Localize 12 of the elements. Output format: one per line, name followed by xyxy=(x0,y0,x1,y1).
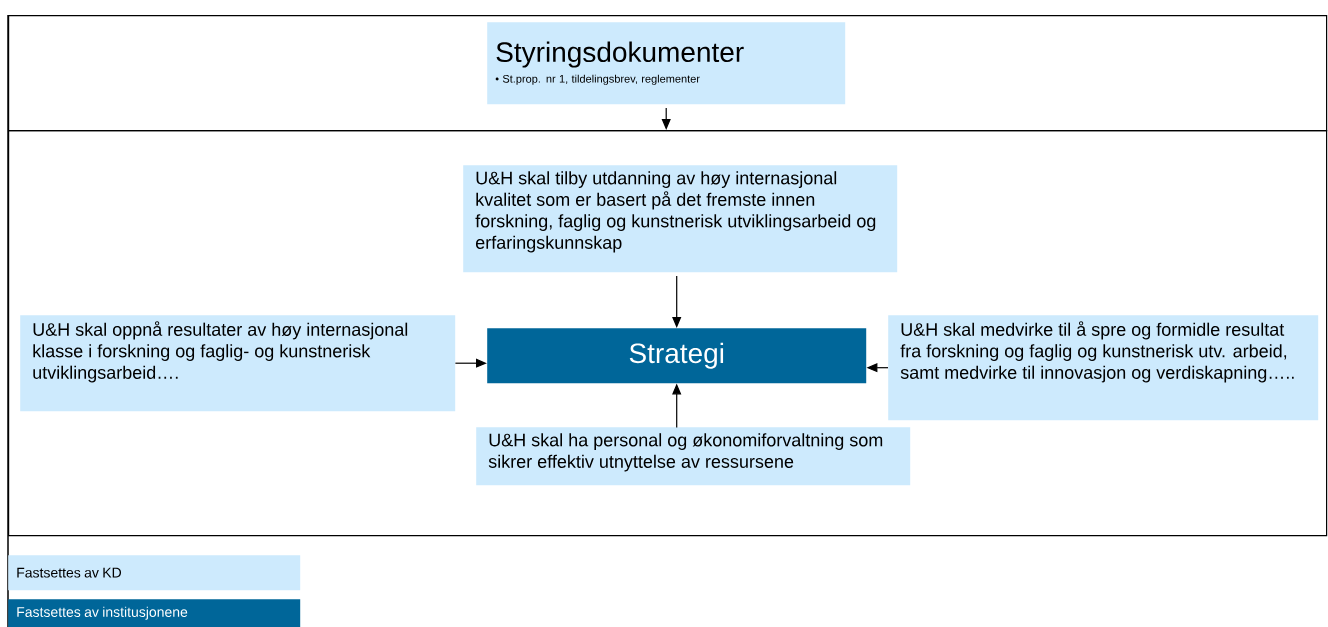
goal-box: U&H skal ha personal og økonomiforvaltning som sikrer effektiv utnyttelse av ressursene xyxy=(476,427,911,486)
section-frame xyxy=(8,15,1328,132)
goal-box: U&H skal medvirke til å spre og formidle resultat fra forskning og faglig og kunstnerisk utv. arbeid, samt medvirke til innovasjon og verdiskapning….. xyxy=(888,315,1319,421)
arrow xyxy=(672,275,682,328)
legend-item: Fastsettes av institusjonene xyxy=(8,599,301,627)
goal-box: U&H skal oppnå resultater av høy internasjonal klasse i forskning og faglig- og kunstnerisk utviklingsarbeid…. xyxy=(20,315,456,412)
goal-box: U&H skal tilby utdanning av høy internasjonal kvalitet som er basert på det fremste innen forskning, faglig og kunstnerisk utviklingsarbeid og erfaringskunnskap xyxy=(463,165,898,273)
legend-item: Fastsettes av KD xyxy=(8,555,301,591)
strategy-box: Strategi xyxy=(487,328,867,384)
document-box: Styringsdokumenter • St.prop. nr 1, tildelingsbrev, reglementer xyxy=(487,22,846,105)
arrow xyxy=(454,358,487,368)
section-frame xyxy=(8,130,1328,537)
